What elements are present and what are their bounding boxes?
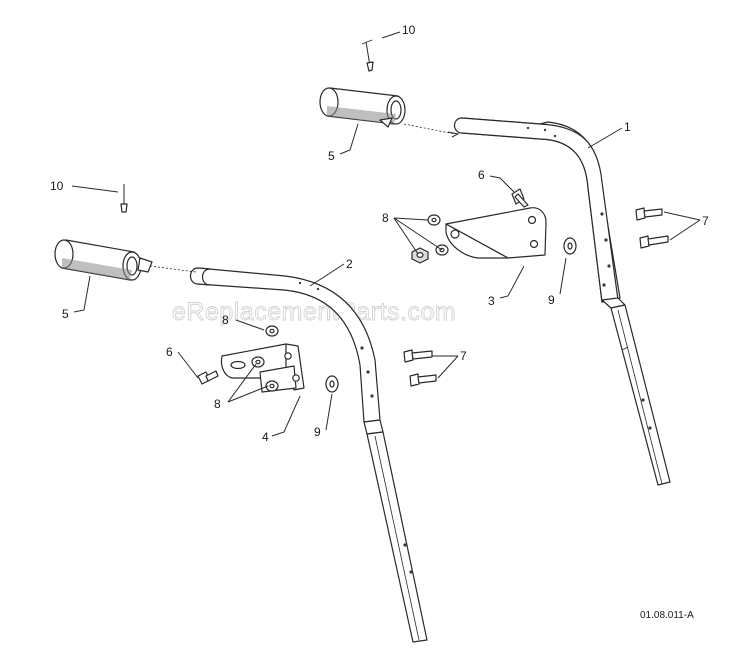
bracket-left	[220, 343, 305, 393]
diagram-code: 01.08.011-A	[640, 610, 694, 621]
callout-6-right: 6	[478, 168, 485, 182]
bracket-right	[445, 207, 547, 259]
pin-top	[361, 39, 374, 72]
grip-left	[54, 239, 197, 281]
callout-10-top: 10	[402, 23, 416, 37]
bolt-right	[511, 188, 529, 208]
callout-8-right: 8	[382, 211, 389, 225]
callout-8-left-bottom: 8	[214, 397, 221, 411]
callout-8-left-top: 8	[222, 313, 229, 327]
washer-9-right	[563, 237, 577, 255]
bolts-7-right	[635, 207, 669, 249]
callout-6-left: 6	[166, 345, 173, 359]
pin-left	[120, 184, 128, 213]
callout-7-right: 7	[702, 214, 709, 228]
callout-5-left: 5	[62, 307, 69, 321]
callout-10-left: 10	[50, 179, 64, 193]
callout-2: 2	[346, 257, 353, 271]
callout-9-left: 9	[314, 425, 321, 439]
callout-1: 1	[624, 120, 631, 134]
handle-tube-right	[453, 117, 671, 486]
bolt-left	[197, 370, 219, 385]
washer-9-left	[325, 375, 339, 393]
callout-9-right: 9	[548, 293, 555, 307]
callout-5-top: 5	[328, 149, 335, 163]
callout-7-left: 7	[460, 349, 467, 363]
bolts-7-left	[403, 349, 437, 387]
leader-lines	[71, 31, 701, 437]
hardware-8-right	[411, 214, 449, 264]
grip-top	[319, 87, 460, 138]
handle-tube-left	[189, 267, 428, 643]
hardware-8-left	[251, 325, 279, 392]
watermark: eReplacementParts.com	[172, 298, 456, 326]
callout-4: 4	[262, 430, 269, 444]
callout-3: 3	[488, 294, 495, 308]
